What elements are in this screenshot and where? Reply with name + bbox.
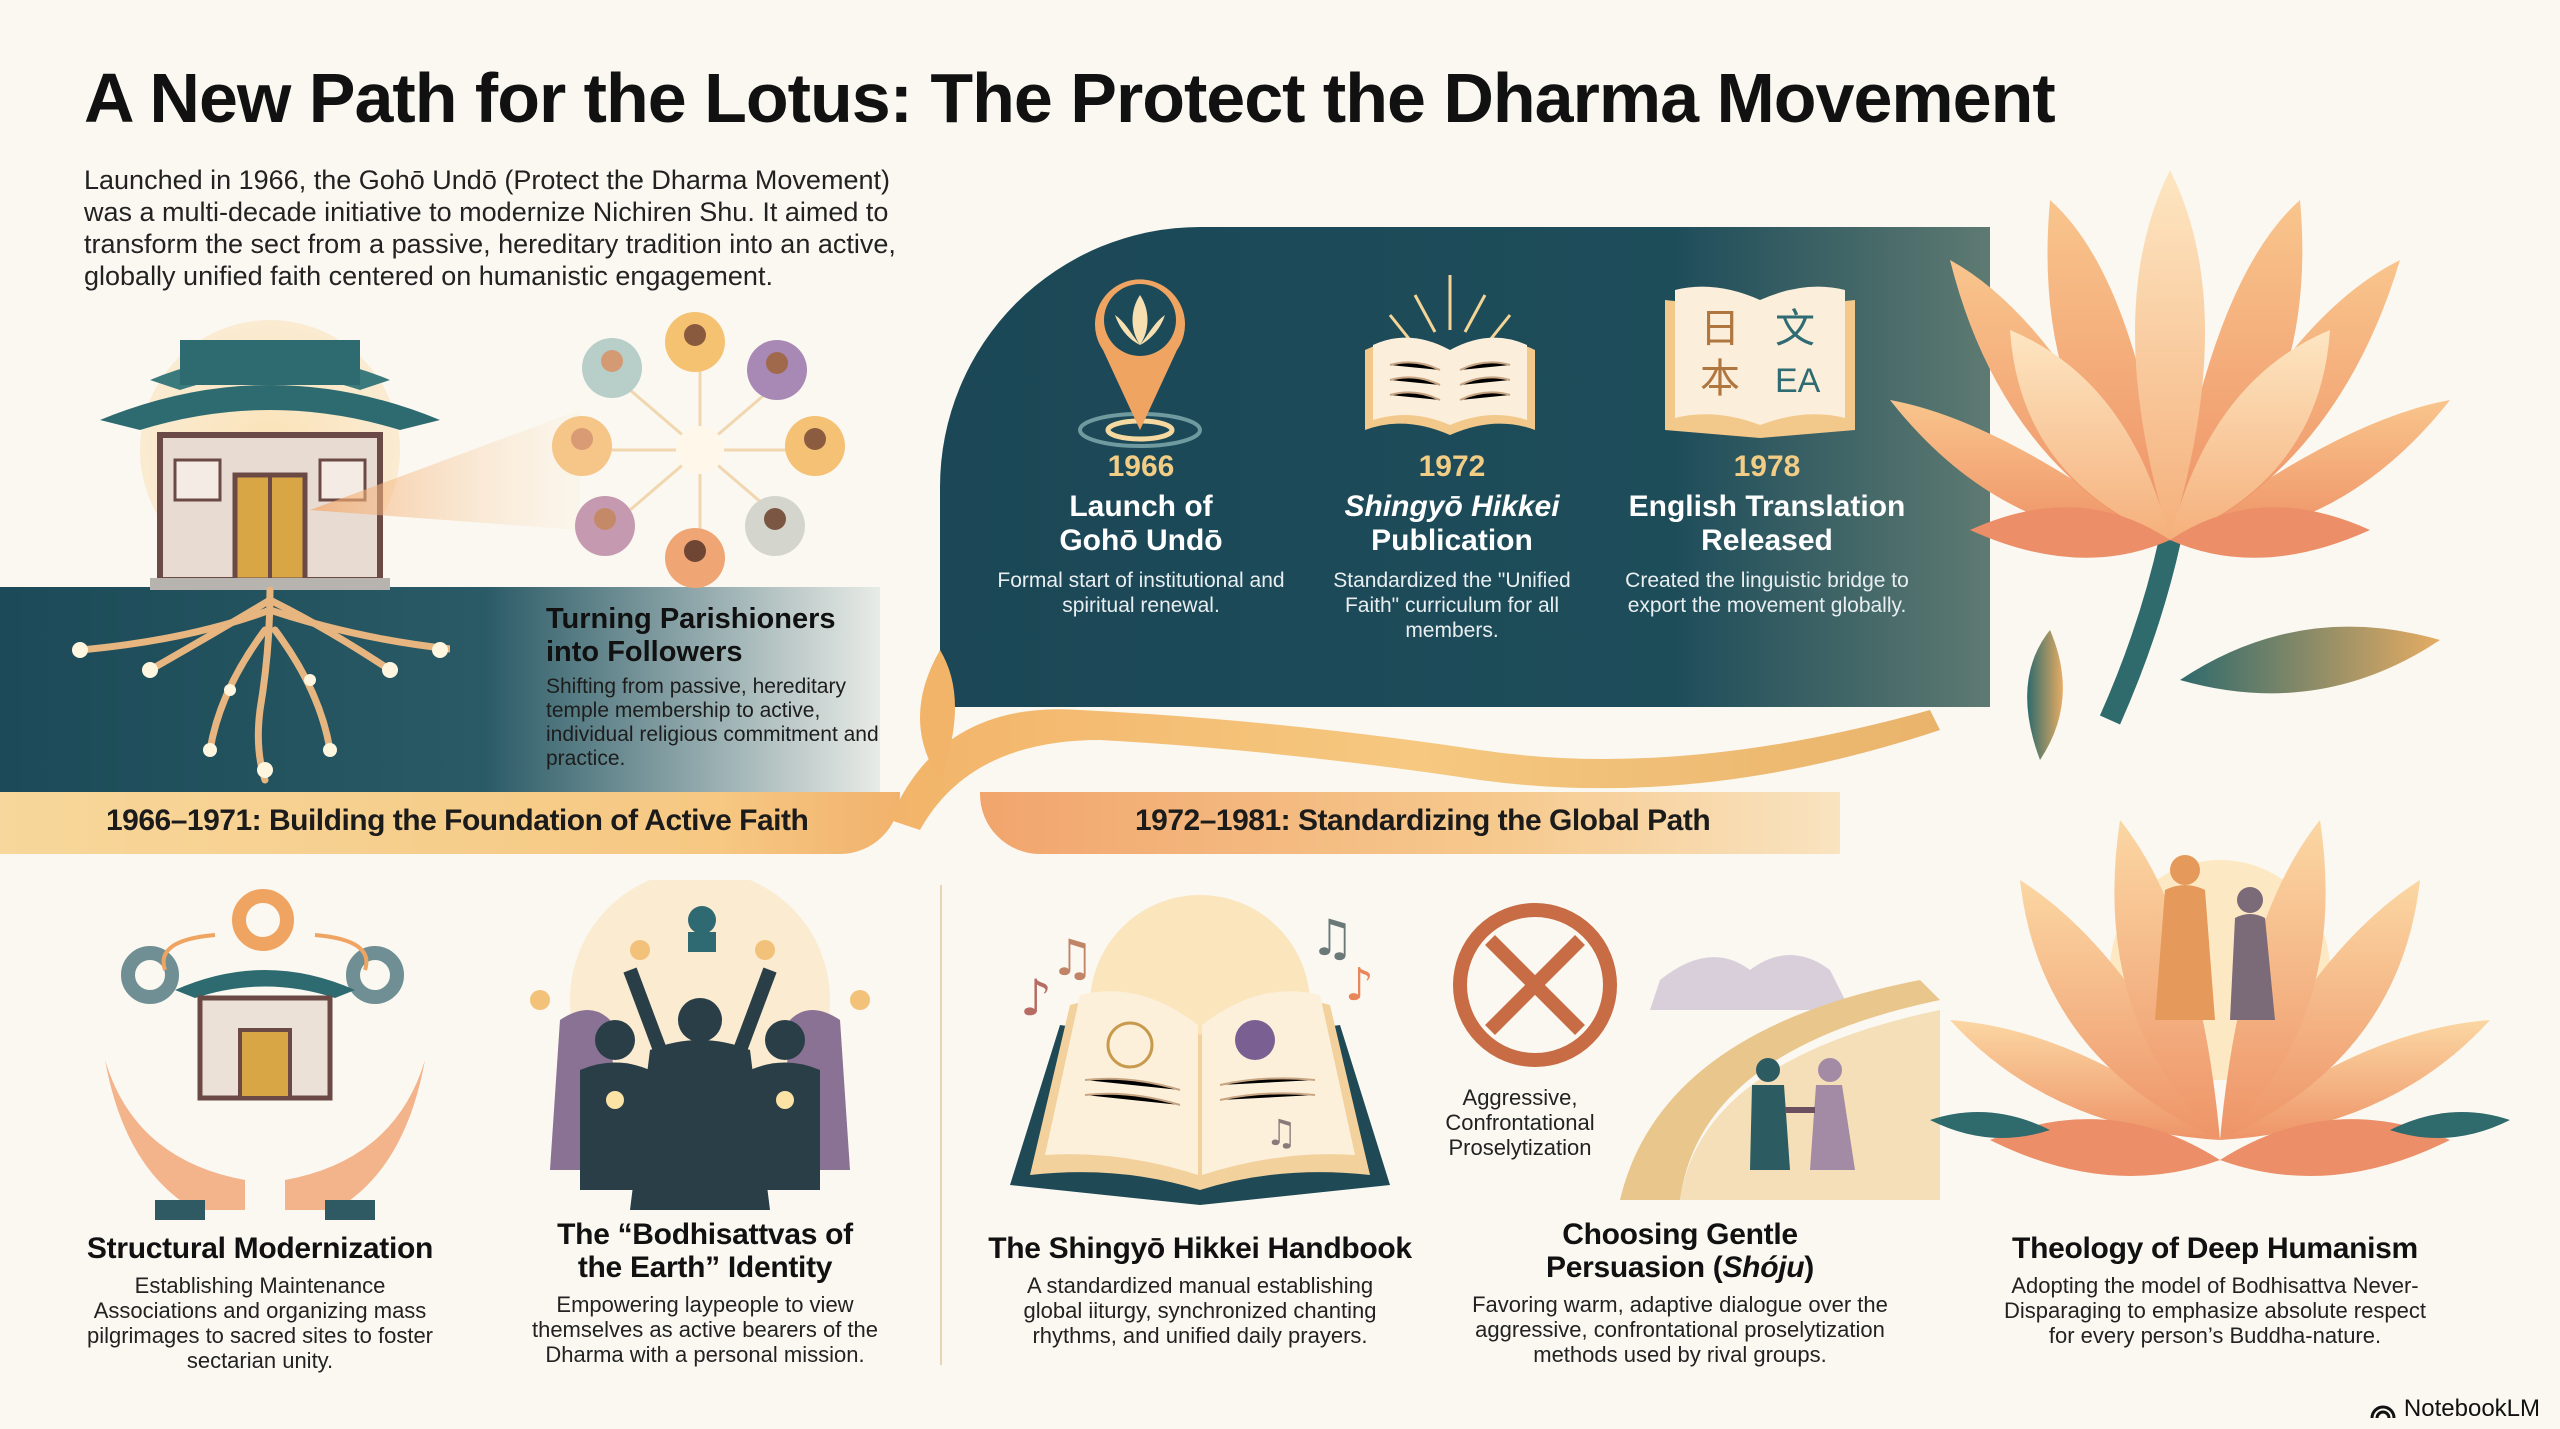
svg-text:本: 本 <box>1700 356 1740 402</box>
temple-roots-illustration <box>70 310 450 790</box>
svg-text:文: 文 <box>1775 306 1815 352</box>
card-desc: Establishing Maintenance Associations an… <box>86 1273 434 1373</box>
svg-text:♫: ♫ <box>1310 909 1355 967</box>
milestone-desc: Standardized the "Unified Faith" curricu… <box>1333 569 1571 642</box>
card-title: The Shingyō Hikkei Handbook <box>988 1232 1412 1265</box>
golden-stem-ribbon <box>880 640 2080 840</box>
phase-band-2: 1972–1981: Standardizing the Global Path <box>980 792 1840 854</box>
card-desc: Favoring warm, adaptive dialogue over th… <box>1472 1292 1888 1367</box>
handbook-icon: ♪ ♫ ♫ ♪ ♫ <box>1000 885 1400 1215</box>
lotus-bodhisattva-icon <box>1930 800 2510 1200</box>
card-deep-humanism: Theology of Deep Humanism Adopting the m… <box>1990 1232 2440 1348</box>
intro-text: Launched in 1966, the Gohō Undō (Protect… <box>84 165 896 291</box>
turning-desc: Shifting from passive, hereditary temple… <box>546 675 879 770</box>
card-desc: A standardized manual establishing globa… <box>1023 1273 1377 1348</box>
svg-text:♫: ♫ <box>1265 1113 1297 1154</box>
card-title: The “Bodhisattvas of the Earth” Identity <box>557 1218 853 1284</box>
phase-band-1: 1966–1971: Building the Foundation of Ac… <box>0 792 900 854</box>
turning-parishioners-block: Turning Parishioners into Followers Shif… <box>546 603 886 771</box>
section-divider <box>940 885 942 1365</box>
card-title: Structural Modernization <box>86 1232 434 1265</box>
svg-text:日: 日 <box>1700 306 1740 352</box>
open-book-icon <box>1355 270 1545 445</box>
lotus-flower-illustration <box>1880 160 2520 780</box>
svg-text:♪: ♪ <box>1020 969 1052 1027</box>
notebooklm-logo-icon <box>2370 1405 2396 1419</box>
card-desc: Empowering laypeople to view themselves … <box>531 1292 879 1367</box>
temple-hands-gears-icon <box>95 880 435 1220</box>
aggressive-label: Aggressive, Confrontational Proselytizat… <box>1445 1085 1595 1160</box>
milestone-year: 1966 <box>1107 450 1175 483</box>
lotus-pin-icon <box>1075 260 1205 460</box>
milestone-year: 1972 <box>1418 450 1486 483</box>
turning-title: Turning Parishioners into Followers <box>546 603 836 668</box>
notebooklm-brand: NotebookLM <box>2370 1395 2540 1423</box>
phase-label-1: 1966–1971: Building the Foundation of Ac… <box>106 804 809 837</box>
prohibited-icon <box>1450 900 1620 1070</box>
translation-book-icon: 日 本 文 EA <box>1660 280 1860 440</box>
phase-label-2: 1972–1981: Standardizing the Global Path <box>1135 804 1711 837</box>
svg-text:♫: ♫ <box>1050 929 1095 987</box>
svg-text:♪: ♪ <box>1345 958 1374 1011</box>
roots-panel <box>0 587 880 797</box>
svg-text:EA: EA <box>1775 362 1821 400</box>
card-structural-modernization: Structural Modernization Establishing Ma… <box>80 1232 440 1373</box>
milestone-desc: Created the linguistic bridge to export … <box>1625 569 1909 617</box>
milestone-desc: Formal start of institutional and spirit… <box>997 569 1285 617</box>
card-title: Theology of Deep Humanism <box>2012 1232 2418 1265</box>
bodhisattva-figures-icon <box>520 880 880 1220</box>
bridge-handshake-icon <box>1620 920 1940 1200</box>
card-shingyo-handbook: The Shingyō Hikkei Handbook A standardiz… <box>985 1232 1415 1348</box>
card-desc: Adopting the model of Bodhisattva Never-… <box>2004 1273 2426 1348</box>
milestone-year: 1978 <box>1733 450 1801 483</box>
page-title: A New Path for the Lotus: The Protect th… <box>84 59 2056 137</box>
followers-circle-illustration <box>300 300 860 600</box>
card-bodhisattvas-identity: The “Bodhisattvas of the Earth” Identity… <box>510 1218 900 1367</box>
